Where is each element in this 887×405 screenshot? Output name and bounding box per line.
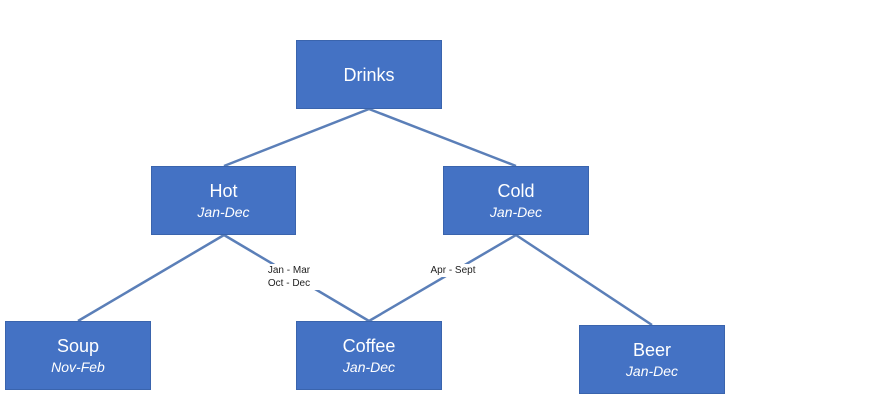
node-title: Drinks xyxy=(343,64,395,85)
node-season-range: Jan-Dec xyxy=(625,362,679,379)
node-title: Coffee xyxy=(342,335,396,356)
edge-label-line: Oct - Dec xyxy=(267,278,311,289)
node-season-range: Jan-Dec xyxy=(197,203,250,220)
edge-label-cold-coffee: Apr - Sept xyxy=(420,264,486,277)
edge-label-hot-coffee: Jan - Mar Oct - Dec xyxy=(253,264,325,290)
node-coffee: Coffee Jan-Dec xyxy=(296,321,442,390)
node-beer: Beer Jan-Dec xyxy=(579,325,725,394)
node-season-range: Jan-Dec xyxy=(489,203,543,220)
node-drinks: Drinks xyxy=(296,40,442,109)
edge-label-line: Apr - Sept xyxy=(430,265,476,276)
node-season-range: Nov-Feb xyxy=(51,358,105,375)
edge-cold-beer xyxy=(515,233,653,327)
node-title: Beer xyxy=(632,339,672,360)
node-season-range: Jan-Dec xyxy=(342,358,396,375)
node-title: Soup xyxy=(56,335,100,356)
node-hot: Hot Jan-Dec xyxy=(151,166,296,235)
edge-label-line: Jan - Mar xyxy=(267,265,311,276)
edge-drinks-hot xyxy=(223,107,370,168)
edge-hot-soup xyxy=(77,233,225,323)
node-cold: Cold Jan-Dec xyxy=(443,166,589,235)
node-title: Cold xyxy=(497,180,535,201)
node-soup: Soup Nov-Feb xyxy=(5,321,151,390)
edge-cold-coffee xyxy=(368,233,517,323)
node-title: Hot xyxy=(209,180,238,201)
edge-drinks-cold xyxy=(368,107,517,168)
